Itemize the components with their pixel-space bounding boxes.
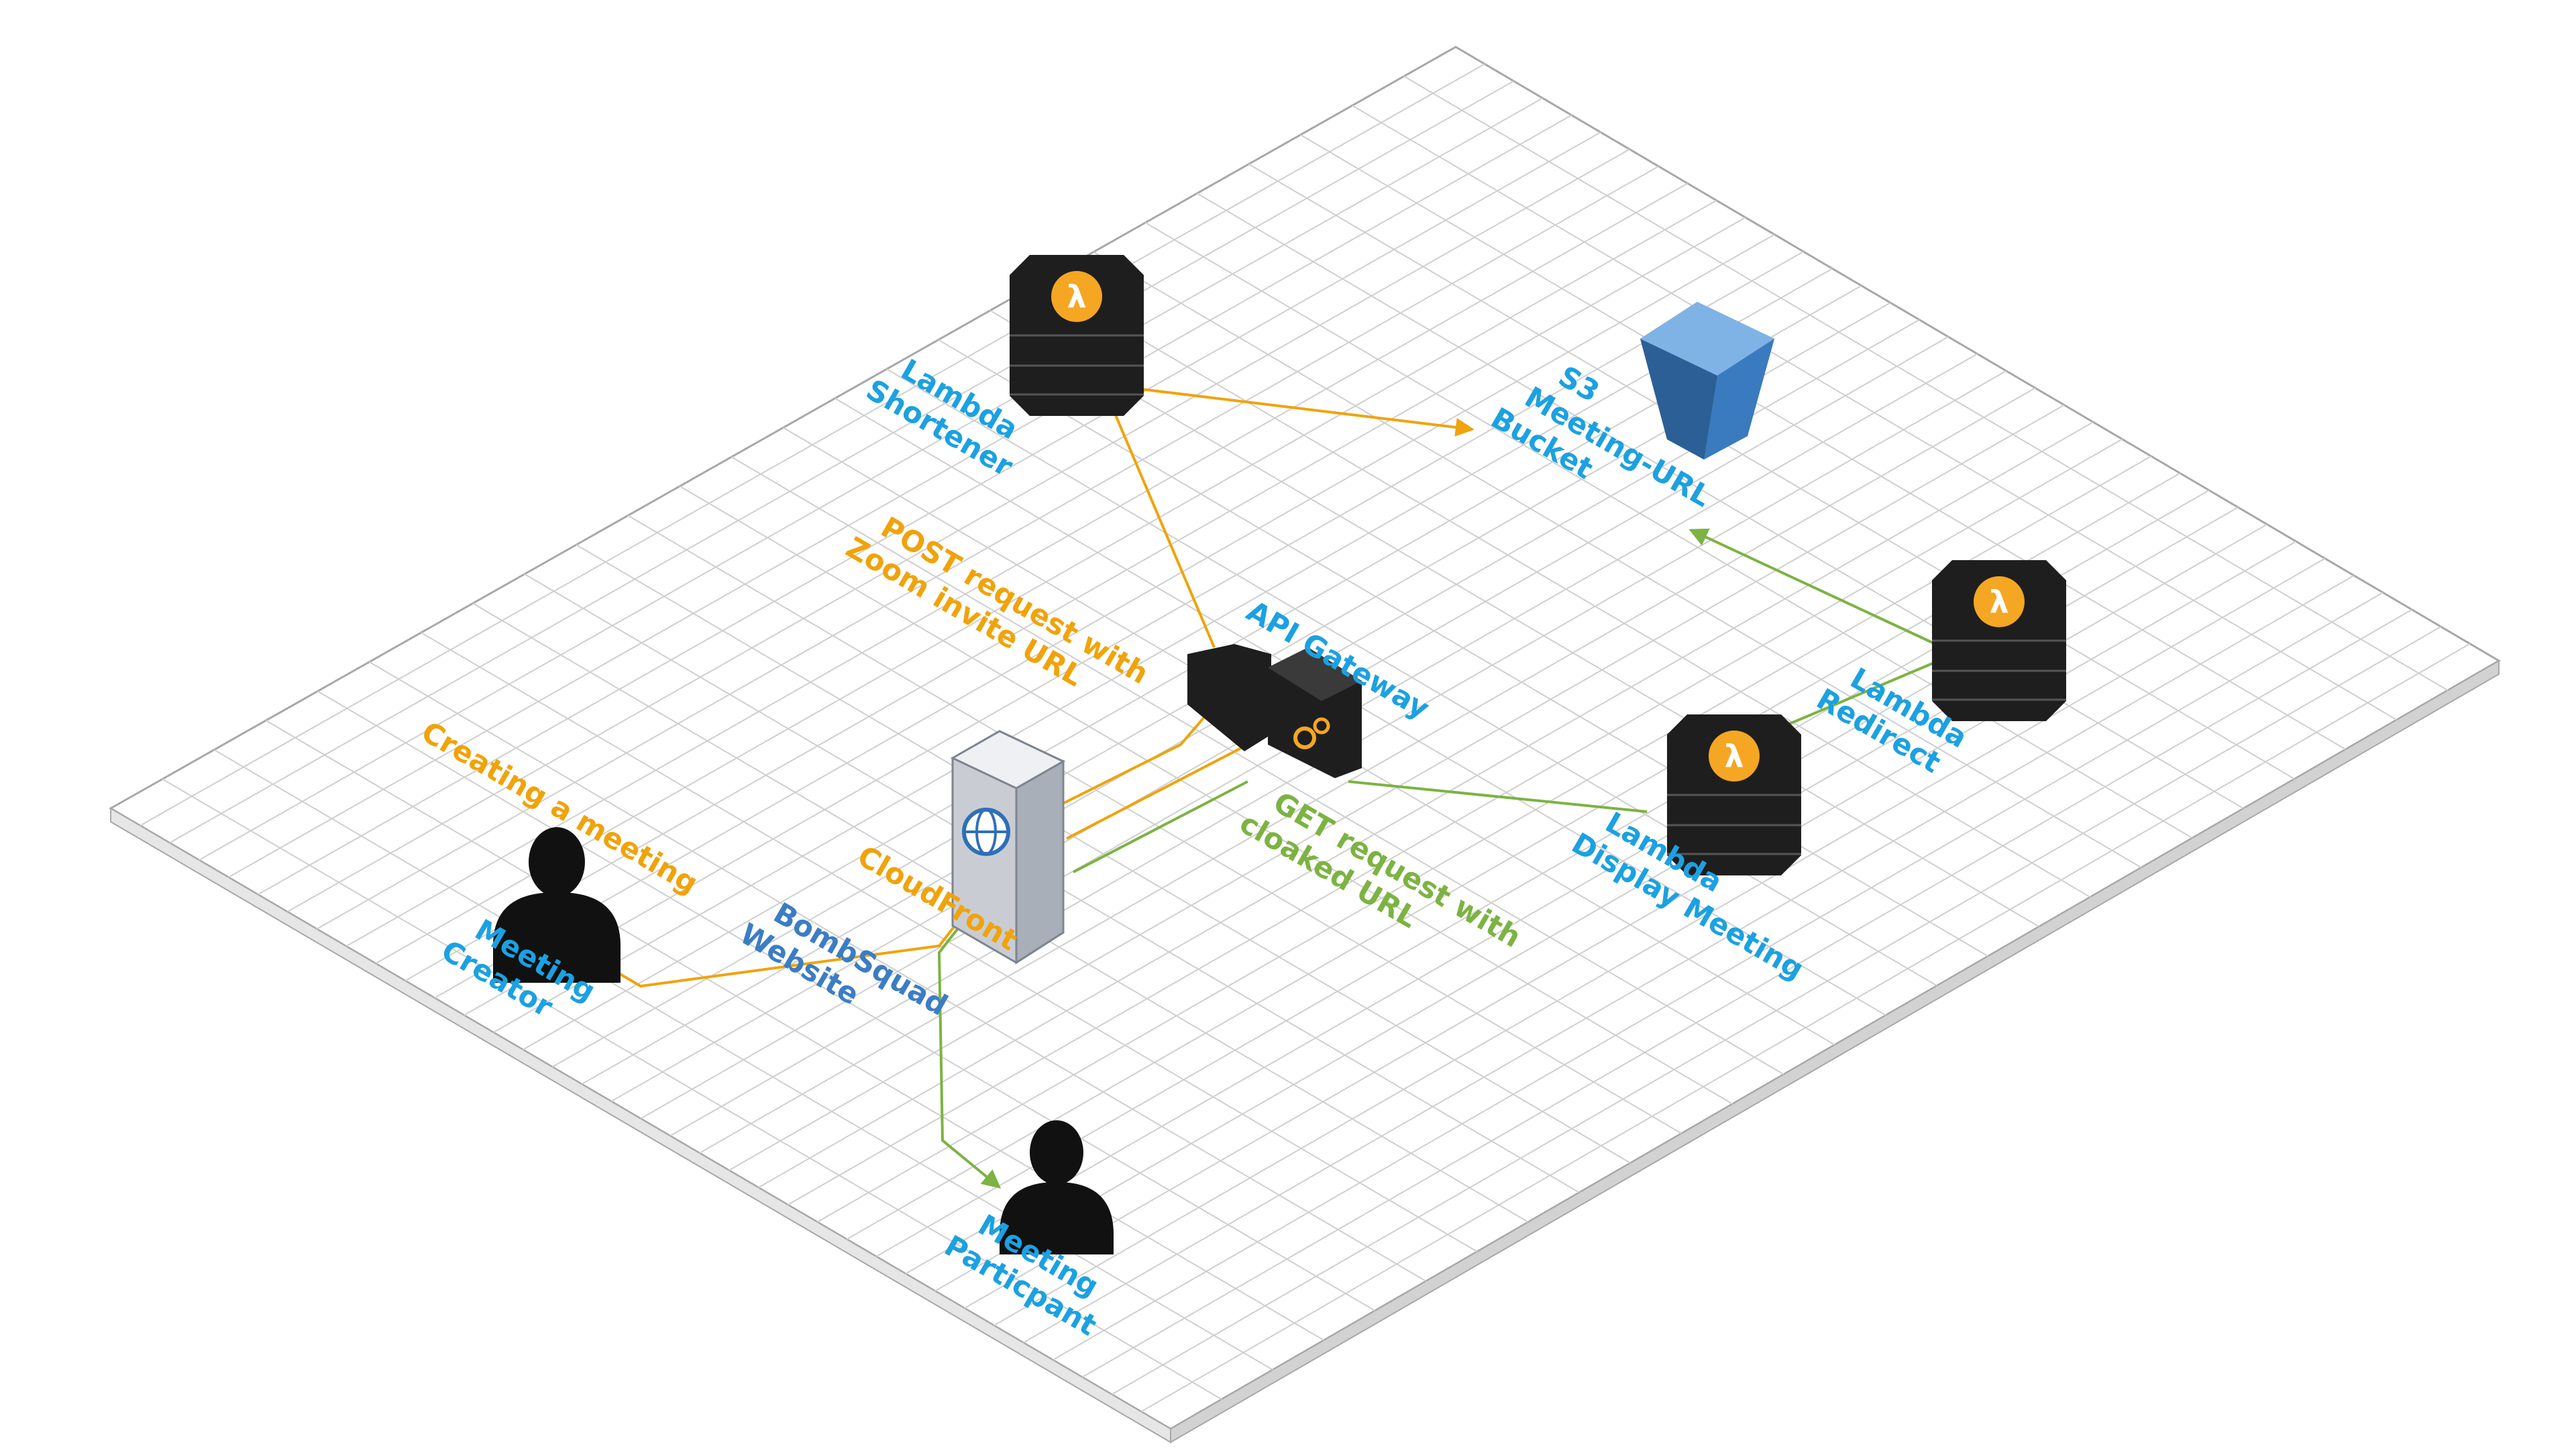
grid-line: [1111, 626, 2442, 1395]
grid-line: [140, 63, 1485, 826]
svg-text:λ: λ: [1067, 278, 1086, 315]
arrow-lambda-redirect-to-s3: [1688, 528, 1936, 645]
grid-line: [375, 199, 1717, 965]
lambda-redirect-server: λ: [1932, 560, 2066, 721]
line-cloudfront-to-api-gateway-get: [1073, 780, 1248, 873]
grid-line: [699, 387, 2036, 1154]
grid-line: [405, 217, 1746, 981]
grid-line: [1052, 592, 2383, 1361]
grid-line: [228, 114, 1572, 878]
lambda-icon: [1051, 271, 1102, 322]
grid-line: [1023, 575, 2355, 1344]
user-icon: [1000, 1120, 1114, 1254]
grid-line: [994, 557, 2326, 1326]
api-gateway-icon: [1187, 644, 1362, 778]
grid-line: [1081, 608, 2412, 1378]
s3-bucket-icon: [1640, 302, 1774, 460]
lambda-shortener-server: λ: [1010, 255, 1144, 416]
lambda-icon: [1709, 731, 1760, 782]
line-lambda-display-to-lambda-redirect: [1787, 659, 1939, 726]
grid-line: [345, 182, 1688, 947]
grid-line: [493, 268, 1833, 1033]
grid-line: [169, 80, 1514, 844]
cloudfront-icon: [950, 730, 1066, 965]
arrow-shortener-to-s3: [1140, 388, 1474, 437]
grid-line: [787, 438, 2123, 1205]
grid-line: [434, 233, 1775, 999]
grid-line: [464, 251, 1804, 1016]
grid-line: [199, 97, 1544, 861]
svg-text:λ: λ: [1989, 584, 2008, 620]
grid-line: [758, 421, 2094, 1189]
grid-line: [816, 455, 2152, 1223]
grid-line: [316, 166, 1659, 930]
lambda-display-server: λ: [1667, 714, 1801, 875]
grid-line: [1140, 643, 2471, 1413]
line-api-gateway-to-lambda-display: [1348, 780, 1648, 813]
user-icon: [493, 827, 621, 983]
grid-line: [286, 148, 1630, 913]
lambda-icon: [1974, 576, 2025, 627]
svg-text:λ: λ: [1724, 738, 1743, 774]
grid-line: [257, 131, 1601, 896]
line-cloudfront-to-api-gateway: [1066, 743, 1248, 840]
grid-line: [964, 541, 2297, 1309]
line-shortener-to-api-gateway: [1109, 402, 1216, 648]
